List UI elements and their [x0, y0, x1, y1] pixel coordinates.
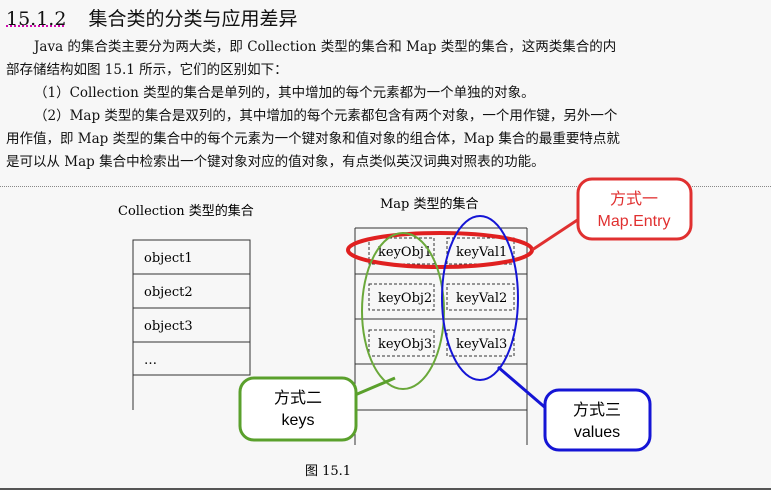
callout-entry-line2: Map.Entry — [598, 213, 671, 230]
collection-item: object3 — [144, 319, 193, 334]
keys-highlight-ellipse — [361, 232, 445, 390]
map-key: keyObj3 — [378, 337, 432, 352]
callout-keys-line2: keys — [282, 412, 315, 429]
paragraph-collection: （1）Collection 类型的集合是单列的，其中增加的每个元素都为一个单独的… — [34, 85, 535, 101]
callout-values — [497, 365, 652, 452]
collection-item: object2 — [144, 285, 193, 300]
section-heading: 15.1.2 集合类的分类与应用差异 — [6, 4, 297, 31]
callout-entry — [531, 177, 693, 252]
callout-values-line2: values — [574, 424, 620, 441]
callout-entry-line1: 方式一 — [610, 190, 658, 208]
separator — [0, 186, 771, 187]
map-key: keyObj2 — [378, 291, 432, 306]
callout-keys-line1: 方式二 — [274, 389, 322, 407]
map-entry-boxes — [368, 237, 515, 357]
map-value: keyVal3 — [456, 337, 507, 352]
collection-label: Collection 类型的集合 — [118, 203, 254, 219]
paragraph-map: （2）Map 类型的集合是双列的，其中增加的每个元素都包含有两个对象，一个用作键… — [6, 108, 620, 170]
collection-item: … — [144, 353, 157, 368]
map-value: keyVal2 — [456, 291, 507, 306]
figure-caption: 图 15.1 — [305, 464, 351, 479]
collection-item: object1 — [144, 251, 193, 266]
values-highlight-ellipse — [441, 215, 519, 381]
map-label: Map 类型的集合 — [380, 196, 479, 212]
map-value: keyVal1 — [456, 245, 507, 260]
collection-table — [132, 239, 251, 410]
section-title: 集合类的分类与应用差异 — [88, 8, 298, 30]
callout-values-line1: 方式三 — [573, 401, 621, 419]
map-key: keyObj1 — [378, 245, 432, 260]
section-number: 15.1.2 — [6, 8, 67, 30]
callout-keys — [238, 376, 396, 442]
paragraph-intro: Java 的集合类主要分为两大类，即 Collection 类型的集合和 Map… — [6, 39, 617, 78]
